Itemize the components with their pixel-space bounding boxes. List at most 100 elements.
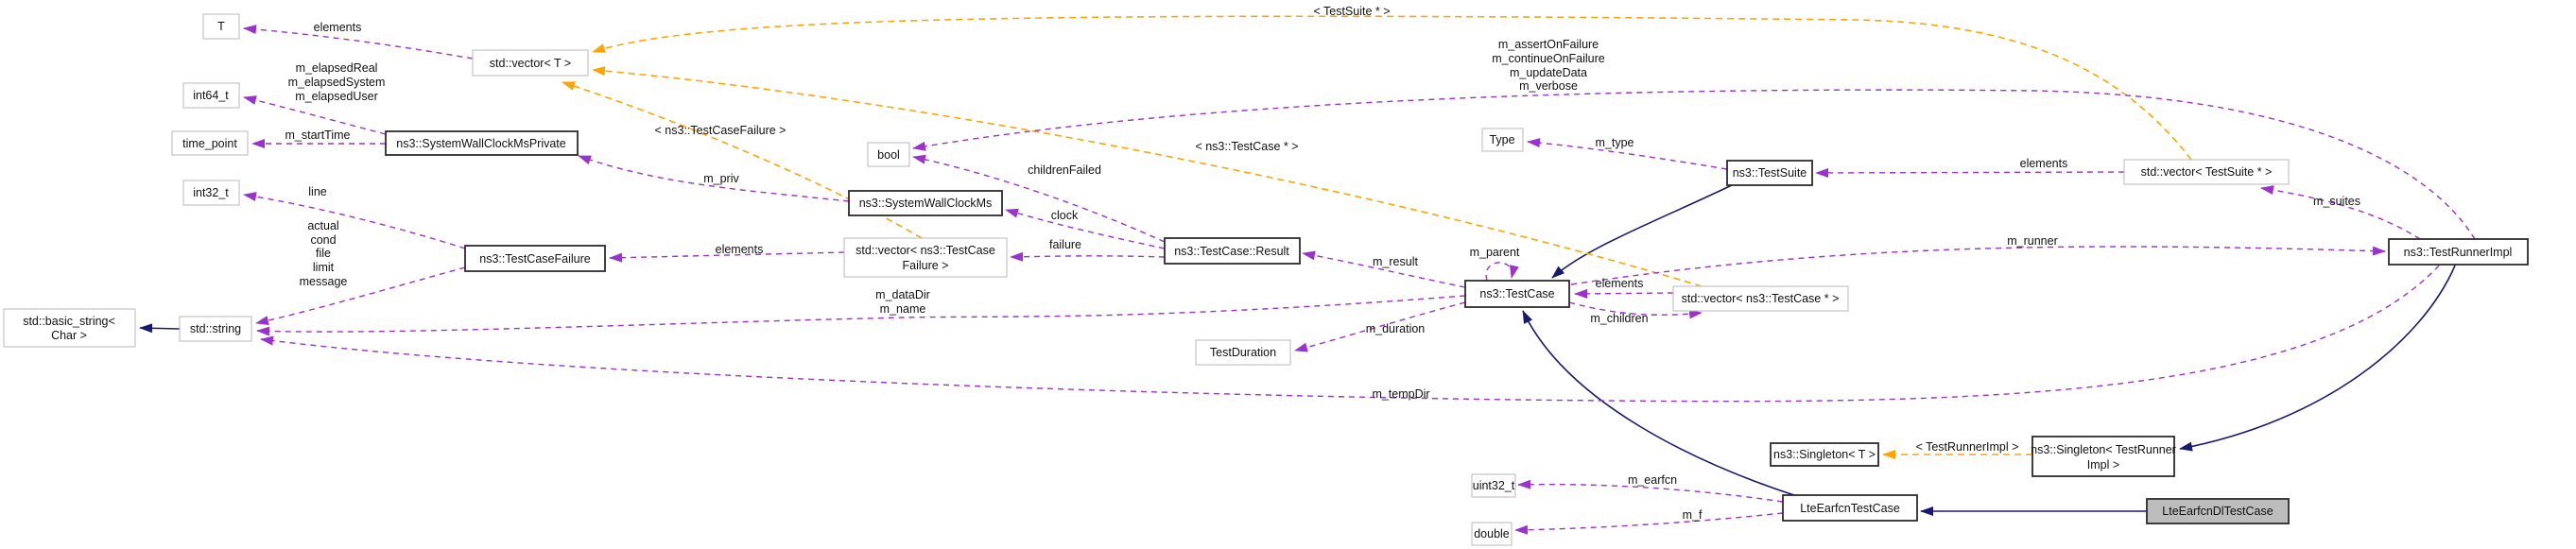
node-t[interactable]: T: [202, 13, 240, 40]
node-testcasefailure[interactable]: ns3::TestCaseFailure: [464, 245, 606, 272]
edge-usage-elements-testsuite: [1815, 167, 2125, 178]
node-double[interactable]: double: [1471, 522, 1513, 546]
node-std-vector-testcasefailure[interactable]: std::vector< ns3::TestCase Failure >: [843, 237, 1008, 278]
svg-text:ns3::TestRunnerImpl: ns3::TestRunnerImpl: [2404, 246, 2513, 259]
edge-template-vectortcf-vectort: [562, 81, 923, 239]
svg-text:TestDuration: TestDuration: [1210, 346, 1276, 359]
edge-label-elements-testsuite: elements: [2020, 157, 2068, 170]
edge-usage-m-result: [1302, 250, 1466, 288]
svg-text:Char >: Char >: [51, 329, 87, 342]
edge-label-failure: failure: [1049, 238, 1081, 251]
edge-usage-m-f: [1514, 512, 1784, 535]
svg-text:int32_t: int32_t: [193, 186, 229, 199]
edge-template-vectortestcase-vectort: [592, 66, 1703, 287]
node-testcase-result[interactable]: ns3::TestCase::Result: [1164, 237, 1301, 265]
node-testrunnerimpl[interactable]: ns3::TestRunnerImpl: [2388, 238, 2529, 266]
edge-label-m-continueonfailure: m_continueOnFailure: [1492, 52, 1605, 65]
svg-text:std::string: std::string: [190, 322, 241, 335]
edge-label-m-assertonfailure: m_assertOnFailure: [1498, 38, 1599, 51]
edge-usage-failure: [1010, 251, 1166, 262]
node-time-point[interactable]: time_point: [171, 130, 249, 156]
svg-text:ns3::Singleton< T >: ns3::Singleton< T >: [1773, 448, 1876, 461]
edge-label-childrenfailed: childrenFailed: [1028, 163, 1101, 177]
edge-label-message: message: [300, 275, 348, 288]
edge-usage-failure-members: [255, 266, 466, 326]
edge-label-tpl-testcase: < ns3::TestCase * >: [1195, 140, 1298, 153]
edge-label-file: file: [316, 247, 331, 260]
node-std-vector-testsuite[interactable]: std::vector< TestSuite * >: [2123, 159, 2290, 185]
edge-usage-line: [243, 192, 466, 249]
svg-text:time_point: time_point: [182, 137, 237, 150]
node-testcase[interactable]: ns3::TestCase: [1464, 280, 1570, 308]
svg-text:ns3::TestCase::Result: ns3::TestCase::Result: [1174, 245, 1289, 258]
svg-text:std::vector< TestSuite * >: std::vector< TestSuite * >: [2141, 165, 2273, 179]
edge-label-elements-tcf: elements: [716, 243, 764, 256]
edge-label-limit: limit: [313, 261, 335, 274]
svg-text:std::vector< ns3::TestCase * >: std::vector< ns3::TestCase * >: [1682, 292, 1840, 305]
edge-usage-m-duration: [1294, 301, 1466, 352]
edge-usage-clock: [1005, 208, 1166, 249]
svg-text:uint32_t: uint32_t: [1473, 479, 1515, 492]
svg-text:Impl >: Impl >: [2087, 458, 2119, 472]
svg-text:std::vector< T >: std::vector< T >: [490, 57, 571, 70]
edge-label-m-elapseduser: m_elapsedUser: [295, 90, 378, 103]
node-int64-t[interactable]: int64_t: [182, 82, 240, 109]
node-systemwallclockmsprivate[interactable]: ns3::SystemWallClockMsPrivate: [385, 130, 579, 156]
svg-text:Failure >: Failure >: [903, 259, 949, 272]
node-std-vector-t[interactable]: std::vector< T >: [472, 49, 589, 77]
edge-inherit-testsuite-testcase: [1551, 184, 1733, 279]
node-type[interactable]: Type: [1481, 128, 1524, 152]
edge-usage-m-runner: [1570, 246, 2386, 285]
edge-label-m-parent: m_parent: [1470, 246, 1520, 259]
edge-label-m-datadir: m_dataDir: [875, 288, 930, 301]
svg-text:T: T: [217, 20, 225, 33]
node-uint32-t[interactable]: uint32_t: [1471, 473, 1516, 498]
node-bool[interactable]: bool: [867, 142, 910, 167]
node-singleton-t[interactable]: ns3::Singleton< T >: [1770, 442, 1879, 467]
edge-label-m-elapsedreal: m_elapsedReal: [296, 61, 378, 75]
edge-usage-m-tempdir: [260, 265, 2440, 403]
edge-label-elements-testcase: elements: [1596, 277, 1644, 290]
edge-label-m-duration: m_duration: [1366, 322, 1426, 335]
edge-template-vectortestsuite-vectort: [592, 15, 2192, 161]
edge-label-m-elapsedsystem: m_elapsedSystem: [288, 76, 386, 89]
edge-label-m-verbose: m_verbose: [1519, 79, 1578, 93]
edge-label-m-children: m_children: [1590, 312, 1648, 325]
svg-text:ns3::Singleton< TestRunner: ns3::Singleton< TestRunner: [2031, 443, 2176, 456]
edge-usage-elements-testcase: [1574, 288, 1674, 299]
node-lteearfcntestcase[interactable]: LteEarfcnTestCase: [1782, 494, 1918, 522]
svg-text:LteEarfcnTestCase: LteEarfcnTestCase: [1800, 502, 1900, 515]
node-singleton-testrunnerimpl[interactable]: ns3::Singleton< TestRunner Impl >: [2031, 436, 2176, 477]
node-int32-t[interactable]: int32_t: [182, 180, 240, 206]
edge-label-m-name: m_name: [880, 302, 926, 316]
svg-text:ns3::TestSuite: ns3::TestSuite: [1733, 166, 1807, 180]
edge-usage-m-earfcn: [1517, 479, 1784, 503]
svg-text:int64_t: int64_t: [193, 89, 229, 102]
edge-label-m-starttime: m_startTime: [285, 129, 351, 142]
edge-label-m-runner: m_runner: [2007, 234, 2058, 248]
edge-usage-m-type: [1527, 138, 1728, 170]
edge-usage-m-datadir-m-name: [256, 295, 1466, 336]
node-std-basic-string[interactable]: std::basic_string< Char >: [3, 308, 136, 348]
svg-text:std::vector< ns3::TestCase: std::vector< ns3::TestCase: [856, 244, 995, 257]
edge-usage-m-priv: [578, 155, 850, 202]
edge-usage-elements-t: [243, 25, 474, 60]
edge-label-m-result: m_result: [1373, 255, 1418, 268]
node-std-string[interactable]: std::string: [179, 316, 252, 342]
svg-text:ns3::SystemWallClockMsPrivate: ns3::SystemWallClockMsPrivate: [396, 137, 565, 150]
edge-label-line: line: [308, 185, 327, 198]
node-std-vector-testcase[interactable]: std::vector< ns3::TestCase * >: [1672, 285, 1849, 312]
node-testduration[interactable]: TestDuration: [1195, 339, 1291, 366]
svg-text:ns3::TestCaseFailure: ns3::TestCaseFailure: [479, 252, 590, 266]
svg-text:bool: bool: [877, 148, 900, 162]
edge-inherit-testrunnerimpl-singleton: [2179, 265, 2456, 452]
node-systemwallclockms[interactable]: ns3::SystemWallClockMs: [848, 190, 1003, 216]
edge-usage-elements-tcf: [609, 251, 845, 263]
svg-text:Type: Type: [1489, 133, 1514, 146]
node-testsuite[interactable]: ns3::TestSuite: [1726, 160, 1813, 186]
edge-label-m-type: m_type: [1596, 136, 1634, 149]
svg-text:ns3::TestCase: ns3::TestCase: [1479, 287, 1554, 300]
edge-label-tpl-testcasefailure: < ns3::TestCaseFailure >: [655, 124, 787, 137]
svg-text:ns3::SystemWallClockMs: ns3::SystemWallClockMs: [859, 197, 993, 210]
